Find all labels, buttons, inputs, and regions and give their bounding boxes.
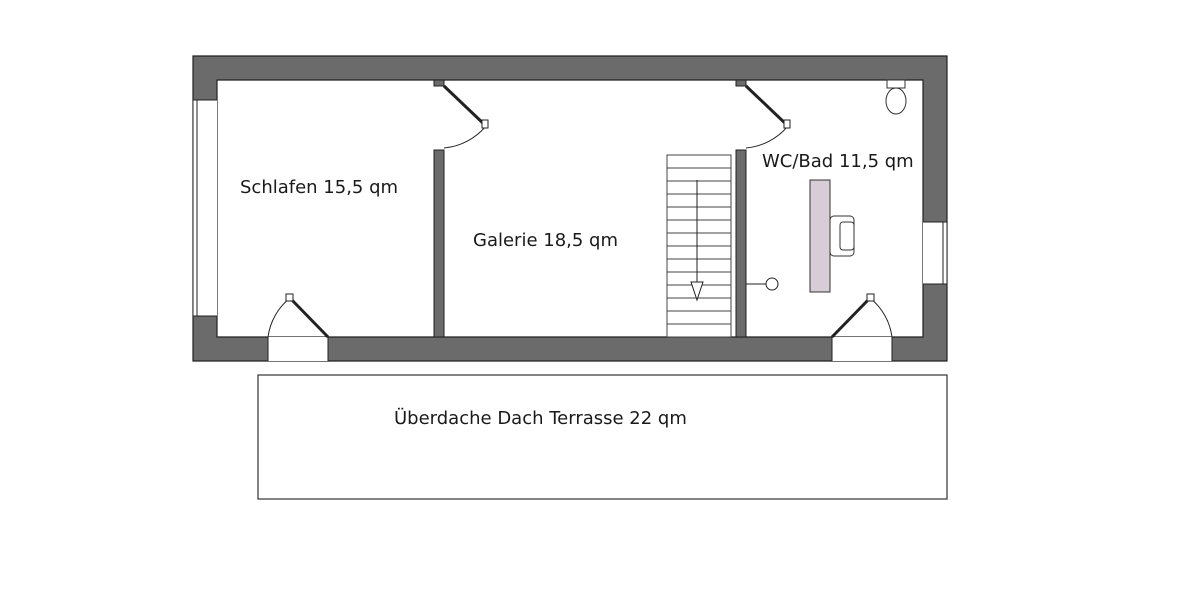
terrace-outline <box>257 374 948 500</box>
staircase <box>666 154 732 338</box>
bathtub-vanity-icon <box>809 179 855 293</box>
door-schlafen-terrasse <box>267 293 330 339</box>
label-terrasse: Überdache Dach Terrasse 22 qm <box>394 407 687 429</box>
door-bad-terrasse <box>830 293 893 339</box>
label-schlafen: Schlafen 15,5 qm <box>240 177 398 198</box>
label-galerie: Galerie 18,5 qm <box>473 230 618 251</box>
door-schlafen-galerie <box>442 84 489 149</box>
toilet-icon <box>885 79 907 115</box>
label-bad: WC/Bad 11,5 qm <box>762 151 914 172</box>
switch-icon <box>746 277 779 291</box>
wall-openings <box>192 99 948 361</box>
interior-walls <box>433 79 747 338</box>
door-galerie-bad <box>744 84 791 149</box>
